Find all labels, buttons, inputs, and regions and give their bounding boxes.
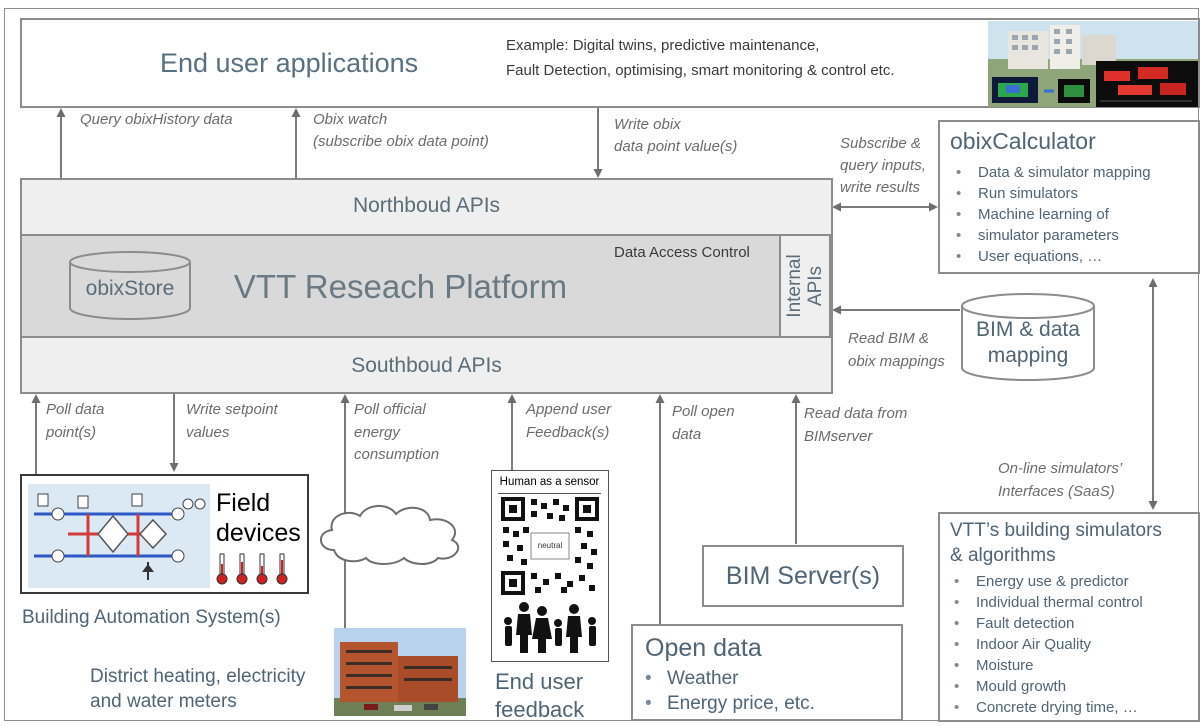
internal-apis-line1: Internal [784, 254, 805, 318]
thermometers-icon [216, 553, 288, 585]
open-data-box: Open data Weather Energy price, etc. [631, 624, 903, 721]
simulator-item: Fault detection [940, 613, 1143, 634]
bim-mapping-cylinder [961, 293, 1095, 381]
label-poll-line2: point(s) [46, 424, 97, 441]
qr-center-label: neutral [537, 541, 563, 550]
label-subscribe-line2: query inputs, [840, 157, 926, 174]
label-poll-line1: Poll data [46, 401, 105, 418]
simulator-item: Energy use & predictor [940, 571, 1143, 592]
human-sensor-box: Human as a sensor neutral [491, 470, 609, 662]
open-data-item: Weather [631, 666, 815, 691]
obixstore-label: obixStore [85, 277, 175, 300]
label-setpoint-line2: values [186, 424, 230, 441]
label-setpoint-line1: Write setpoint [186, 401, 278, 418]
obix-calculator-box: obixCalculator Data & simulator mapping … [938, 120, 1200, 274]
internal-apis-box: Internal APIs [779, 234, 831, 338]
internet-cloud-icon [320, 505, 459, 565]
district-heating-line1: District heating, electricity [90, 666, 306, 687]
district-heating-line2: and water meters [90, 691, 237, 712]
obix-calculator-title: obixCalculator [950, 128, 1096, 154]
label-bim-line1: Read data from [804, 405, 908, 422]
calculator-item: Machine learning of [942, 204, 1151, 225]
bim-server-box: BIM Server(s) [702, 545, 904, 607]
label-energy-line1: Poll official [354, 401, 426, 418]
obixstore-cylinder [69, 251, 191, 320]
simulator-item: Individual thermal control [940, 592, 1143, 613]
digital-twin-image [988, 21, 1198, 107]
simulator-item: Mould growth [940, 676, 1143, 697]
open-data-item: Energy price, etc. [631, 691, 815, 716]
label-open-line2: data [672, 426, 702, 443]
bim-server-title: BIM Server(s) [725, 562, 881, 590]
label-write-line2: data point value(s) [614, 138, 738, 155]
label-subscribe-line1: Subscribe & [840, 135, 921, 152]
calculator-item: Data & simulator mapping [942, 162, 1151, 183]
end-user-applications-box: End user applications Example: Digital t… [20, 18, 1200, 108]
simulators-title-line1: VTT’s building simulators [950, 520, 1162, 541]
simulator-item: Moisture [940, 655, 1143, 676]
bim-mapping-line2: mapping [987, 344, 1069, 367]
label-energy-line2: energy [354, 424, 400, 441]
label-watch-line1: Obix watch [313, 111, 388, 128]
calculator-item: User equations, … [942, 246, 1151, 267]
label-saas-line2: Interfaces (SaaS) [998, 483, 1115, 500]
label-read-bim-line1: Read BIM & [848, 330, 929, 347]
internal-apis-line2: APIs [805, 265, 826, 307]
end-user-applications-title: End user applications [160, 48, 419, 78]
platform-box: Northboud APIs Internal APIs VTT Reseach… [20, 178, 833, 394]
calculator-item-continuation: simulator parameters [942, 225, 1151, 246]
end-user-applications-example-line1: Example: Digital twins, predictive maint… [506, 37, 820, 54]
label-bim-line2: BIMserver [804, 428, 873, 445]
data-access-control-label: Data Access Control [614, 244, 750, 261]
southbound-apis-label: Southboud APIs [351, 354, 502, 377]
label-feedback-line2: Feedback(s) [526, 424, 610, 441]
label-saas-line1: On-line simulators’ [998, 460, 1123, 477]
simulators-box: VTT’s building simulators & algorithms E… [938, 512, 1200, 722]
label-energy-line3: consumption [354, 446, 440, 463]
open-data-title: Open data [645, 634, 762, 662]
diagram-frame [4, 8, 1199, 721]
label-watch-line2: (subscribe obix data point) [313, 133, 489, 150]
platform-title: VTT Reseach Platform [233, 268, 568, 305]
field-devices-title-line2: devices [216, 519, 301, 547]
simulator-item: Concrete drying time, … [940, 697, 1143, 718]
field-devices-title-line1: Field [216, 489, 271, 517]
label-feedback-line1: Append user [526, 401, 612, 418]
people-silhouettes-image [504, 602, 596, 653]
simulators-title-line2: & algorithms [950, 545, 1056, 566]
obix-calculator-list: Data & simulator mapping Run simulators … [942, 162, 1151, 267]
label-write-line1: Write obix [614, 116, 681, 133]
field-devices-caption: Building Automation System(s) [22, 607, 281, 628]
field-devices-box: Field devices [20, 474, 309, 594]
simulators-list: Energy use & predictor Individual therma… [940, 571, 1143, 718]
simulator-item: Indoor Air Quality [940, 634, 1143, 655]
bim-mapping-line1: BIM & data [976, 318, 1080, 341]
label-subscribe-line3: write results [840, 179, 921, 196]
human-sensor-header: Human as a sensor [499, 476, 600, 488]
calculator-item-text: simulator parameters [978, 227, 1119, 244]
building-photo [334, 628, 466, 716]
label-open-line1: Poll open [672, 403, 735, 420]
qr-code-image [501, 497, 599, 595]
open-data-list: Weather Energy price, etc. [631, 666, 815, 716]
calculator-item: Run simulators [942, 183, 1151, 204]
end-user-feedback-line2: feedback [495, 697, 585, 722]
end-user-applications-example-line2: Fault Detection, optimising, smart monit… [506, 62, 895, 79]
hvac-diagram-image [28, 484, 210, 588]
label-read-bim-line2: obix mappings [848, 353, 945, 370]
northbound-apis-label: Northboud APIs [352, 194, 501, 217]
label-query-history: Query obixHistory data [80, 111, 233, 128]
end-user-feedback-line1: End user [495, 669, 584, 694]
